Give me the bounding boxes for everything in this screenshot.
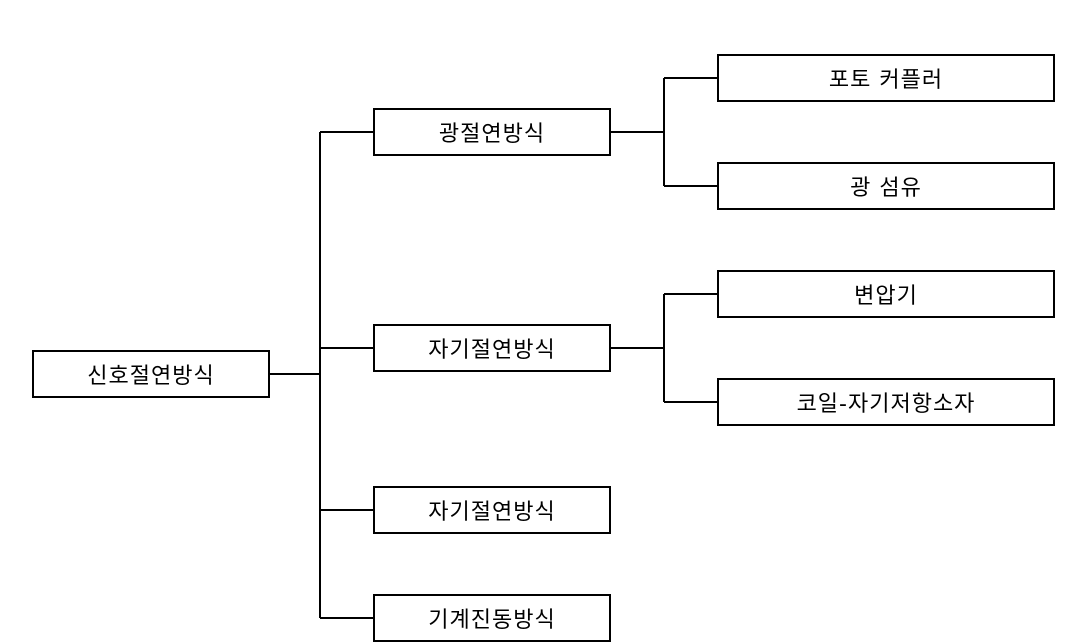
leaf-node-transformer: 변압기	[717, 270, 1055, 318]
leaf-node-optical-fiber: 광 섬유	[717, 162, 1055, 210]
branch-node-magnetic: 자기절연방식	[373, 324, 611, 372]
leaf-node-label: 포토 커플러	[828, 68, 944, 93]
root-node: 신호절연방식	[32, 350, 270, 398]
branch-node-label: 자기절연방식	[428, 500, 556, 525]
leaf-node-coil-mr-element: 코일-자기저항소자	[717, 378, 1055, 426]
leaf-node-label: 코일-자기저항소자	[796, 392, 976, 417]
branch-node-optical: 광절연방식	[373, 108, 611, 156]
leaf-node-label: 변압기	[854, 284, 918, 309]
leaf-node-photo-coupler: 포토 커플러	[717, 54, 1055, 102]
branch-node-label: 광절연방식	[438, 122, 546, 147]
branch-node-label: 기계진동방식	[428, 608, 556, 633]
branch-node-mechanical: 기계진동방식	[373, 594, 611, 642]
root-node-label: 신호절연방식	[87, 364, 215, 389]
branch-node-label: 자기절연방식	[428, 338, 556, 363]
branch-node-magnetic-2: 자기절연방식	[373, 486, 611, 534]
leaf-node-label: 광 섬유	[850, 176, 922, 201]
